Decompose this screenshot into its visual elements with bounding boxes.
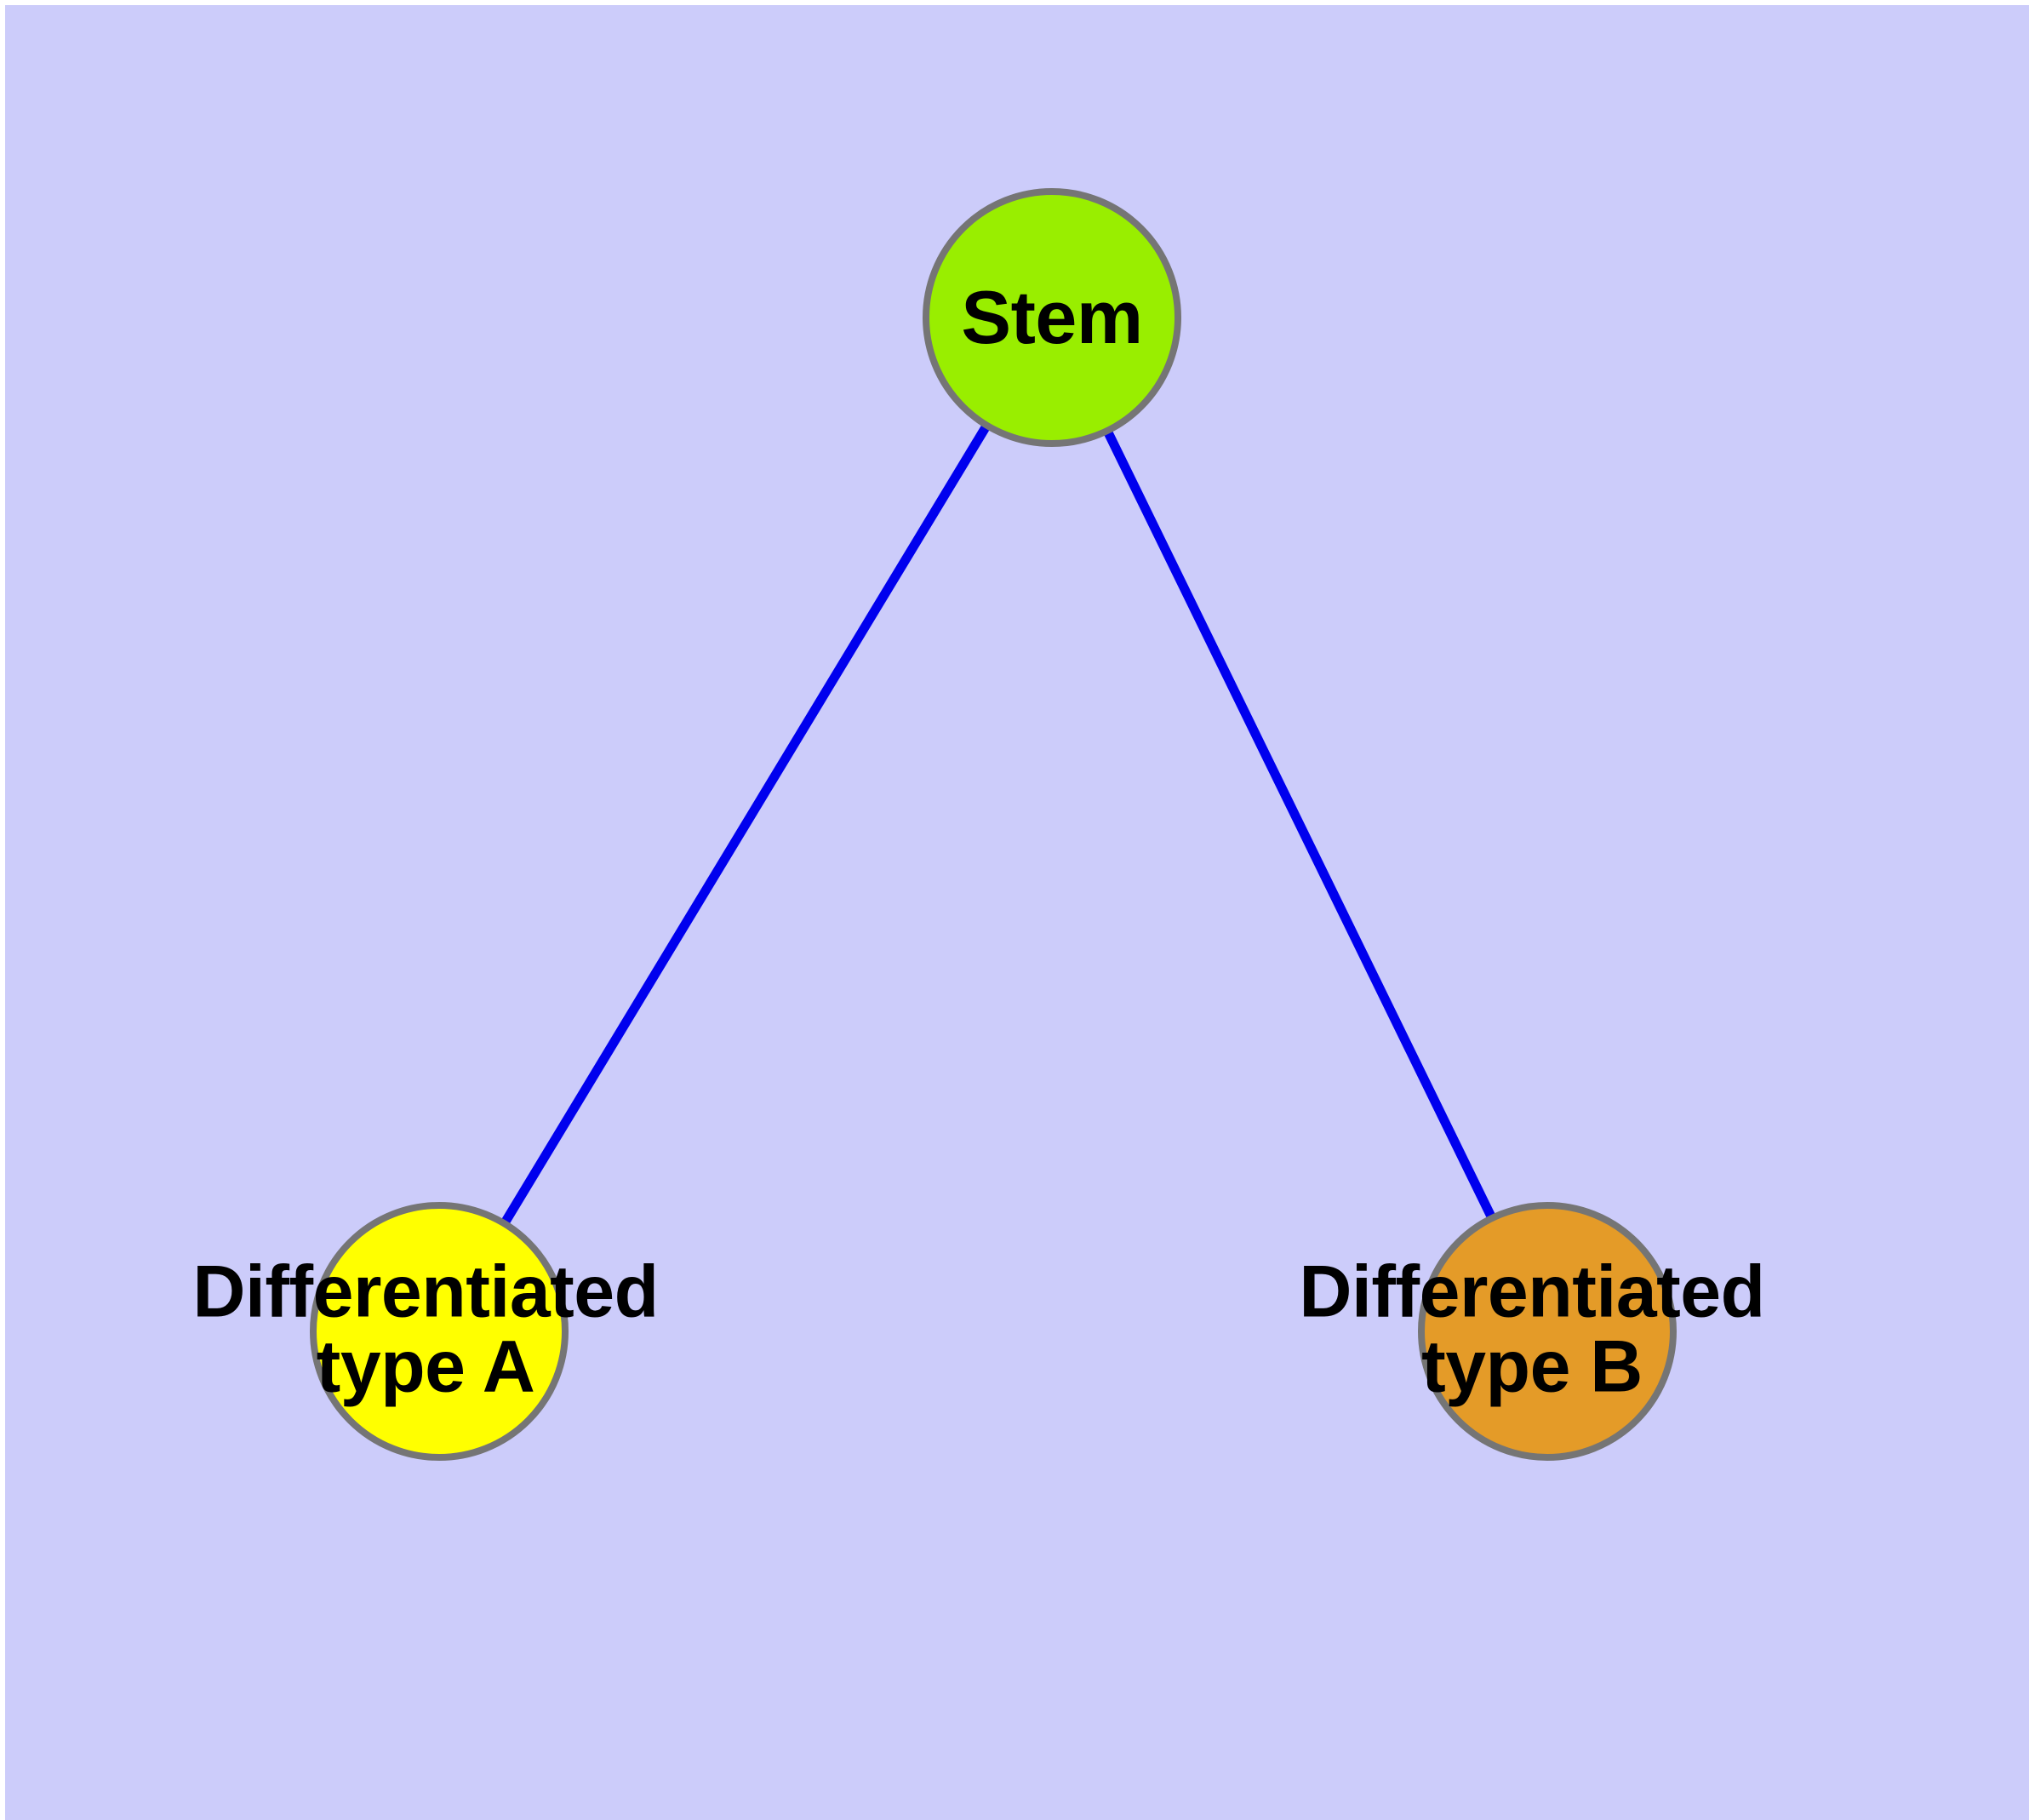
edge-stem-to-diff-b [1047, 312, 1552, 1336]
node-layer [310, 188, 1677, 1461]
node-diff-b-circle[interactable] [1418, 1202, 1677, 1461]
edge-layer [434, 312, 1552, 1336]
node-diff-a-circle[interactable] [310, 1202, 569, 1461]
node-stem-circle[interactable] [923, 188, 1181, 447]
edge-stem-to-diff-a [434, 312, 1057, 1336]
